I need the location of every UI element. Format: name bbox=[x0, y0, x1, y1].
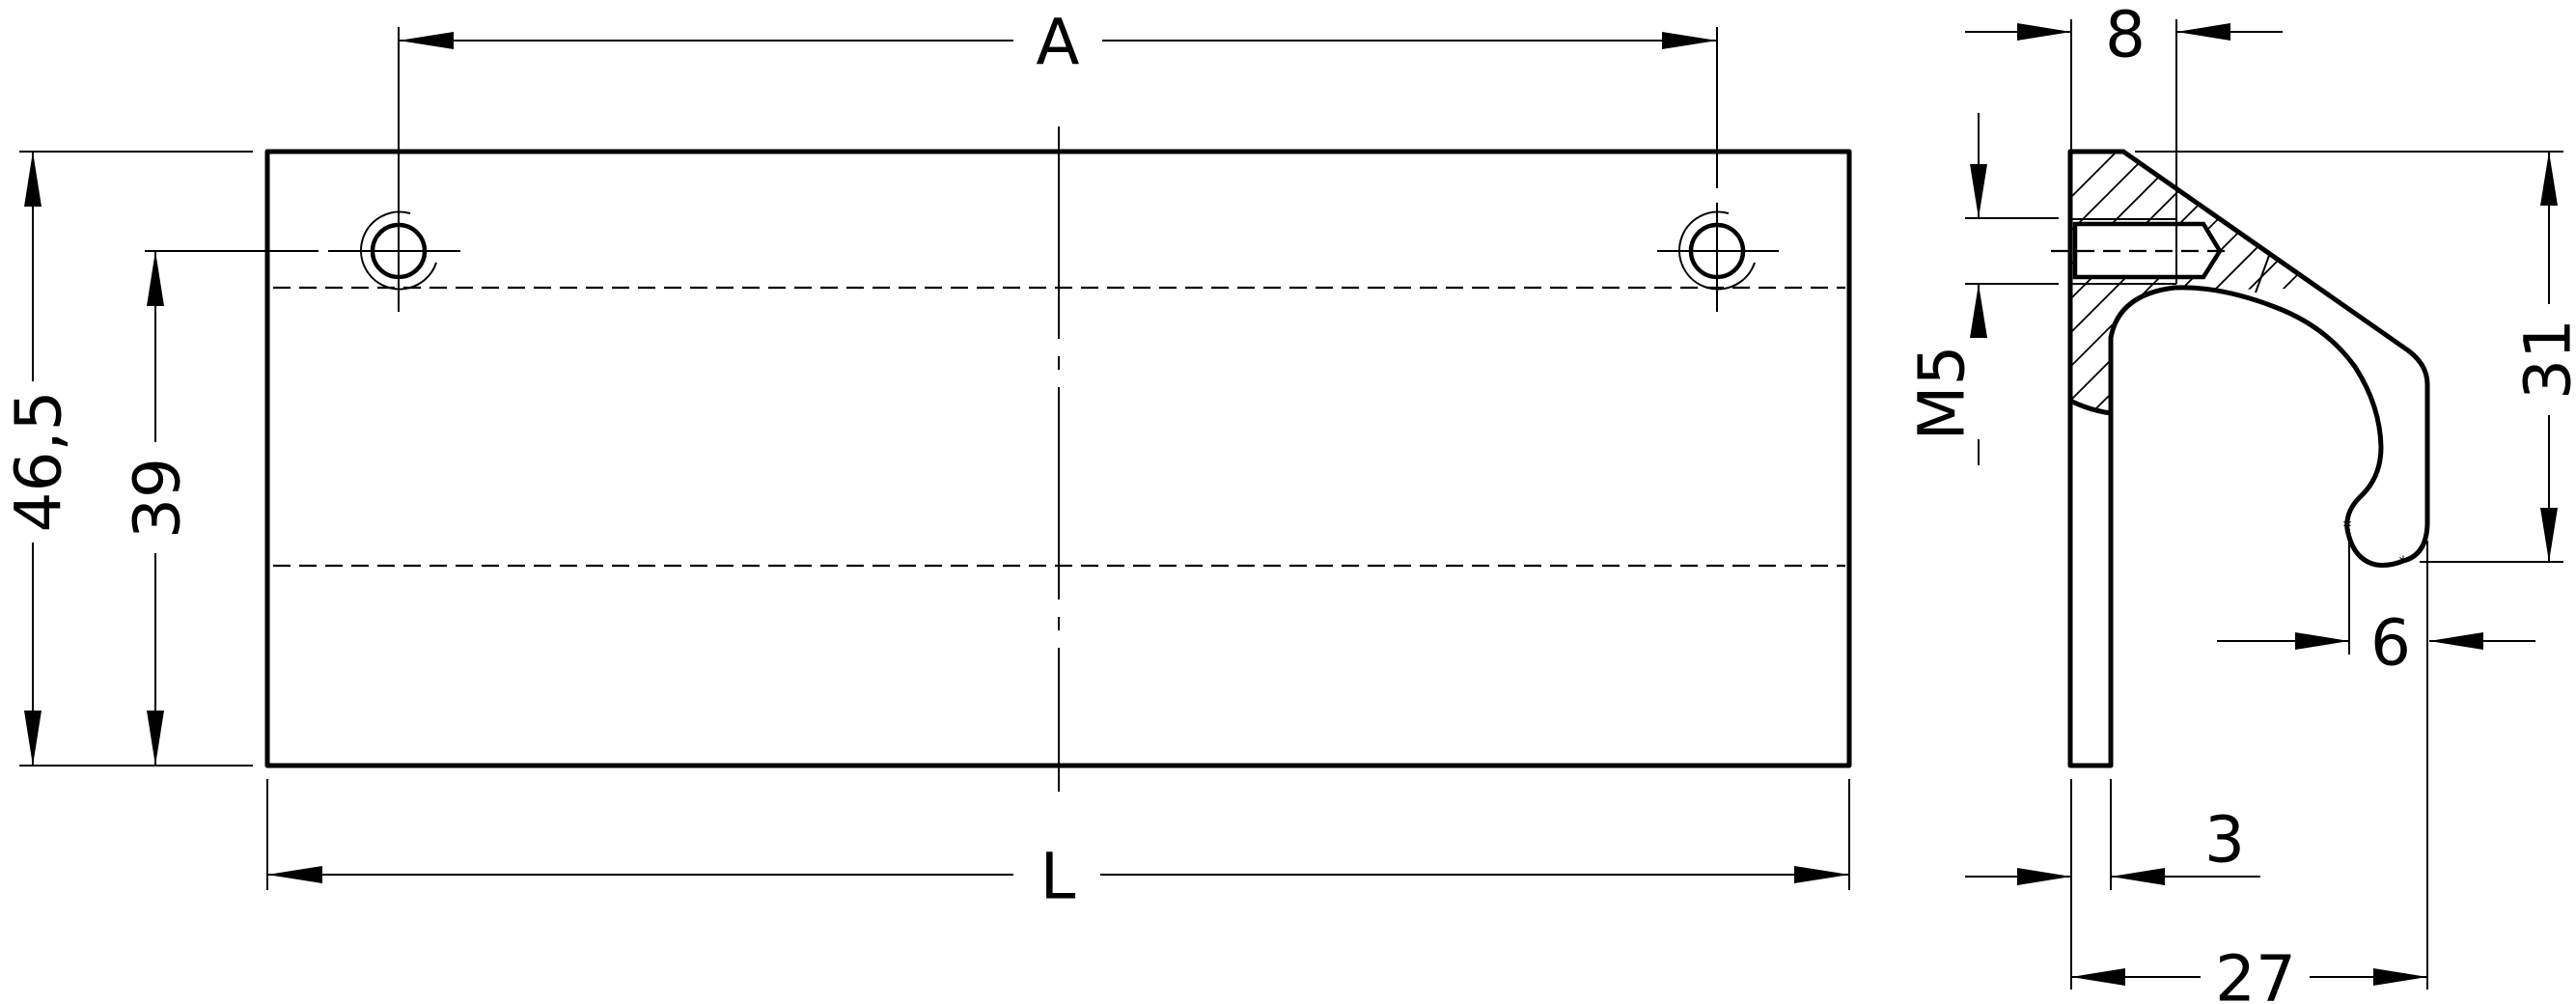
dimension-hole-height: 39 bbox=[121, 251, 195, 766]
arrow-right-icon bbox=[1662, 32, 1717, 49]
arrow-right-icon bbox=[2295, 632, 2349, 650]
dimension-m5: M5 bbox=[1905, 113, 2059, 465]
dimension-a-label: A bbox=[1036, 6, 1079, 80]
arrow-up-icon bbox=[24, 152, 42, 207]
handle-profile-outline bbox=[2067, 149, 2430, 768]
dimension-3-label: 3 bbox=[2204, 803, 2245, 878]
dimension-a: A bbox=[399, 6, 1717, 80]
arrow-up-icon bbox=[2540, 152, 2558, 206]
arrow-left-icon bbox=[2429, 632, 2483, 650]
front-view: A L 46,5 39 bbox=[2, 6, 1852, 914]
arrow-right-icon bbox=[2017, 23, 2071, 41]
tangent-mark-icon: * bbox=[2343, 517, 2352, 538]
mounting-hole-right bbox=[1657, 27, 1779, 312]
arrow-left-icon bbox=[2071, 968, 2125, 986]
tangent-mark-icon: * bbox=[2399, 553, 2408, 573]
thread-arc-icon bbox=[1678, 210, 1756, 291]
dimension-46-5-label: 46,5 bbox=[2, 391, 76, 533]
dimension-l: L bbox=[266, 779, 1850, 914]
thread-arc-icon bbox=[360, 210, 437, 291]
dimension-6: 6 bbox=[2217, 529, 2535, 990]
dimension-6-label: 6 bbox=[2370, 606, 2411, 681]
arrow-down-icon bbox=[1970, 164, 1987, 218]
arrow-left-icon bbox=[2111, 868, 2165, 885]
threaded-hole bbox=[2072, 221, 2223, 280]
dimension-3: 3 bbox=[1965, 779, 2260, 990]
section-boundary bbox=[2068, 398, 2112, 416]
dimension-m5-label: M5 bbox=[1905, 346, 1980, 441]
arrow-down-icon bbox=[147, 711, 164, 766]
dimension-l-label: L bbox=[1040, 840, 1076, 914]
arrow-right-icon bbox=[2373, 968, 2427, 986]
arrow-down-icon bbox=[2540, 508, 2558, 562]
arrow-right-icon bbox=[2017, 868, 2071, 885]
arrow-right-icon bbox=[1794, 866, 1849, 883]
arrow-up-icon bbox=[1970, 284, 1987, 338]
side-section-view: * * 8 M5 bbox=[1905, 0, 2576, 1004]
mounting-hole-left bbox=[145, 27, 460, 312]
dimension-31-label: 31 bbox=[2511, 319, 2576, 400]
dimension-total-height: 46,5 bbox=[2, 151, 253, 767]
arrow-left-icon bbox=[267, 866, 322, 883]
dimension-39-label: 39 bbox=[121, 458, 195, 539]
arrow-up-icon bbox=[147, 251, 164, 306]
arrow-down-icon bbox=[24, 711, 42, 766]
dimension-31: 31 bbox=[2135, 151, 2576, 563]
arrow-left-icon bbox=[2176, 23, 2230, 41]
dimension-8-label: 8 bbox=[2105, 0, 2146, 72]
dimension-27-label: 27 bbox=[2215, 942, 2296, 1004]
arrow-left-icon bbox=[399, 32, 454, 49]
dimension-27: 27 bbox=[2071, 942, 2427, 1004]
